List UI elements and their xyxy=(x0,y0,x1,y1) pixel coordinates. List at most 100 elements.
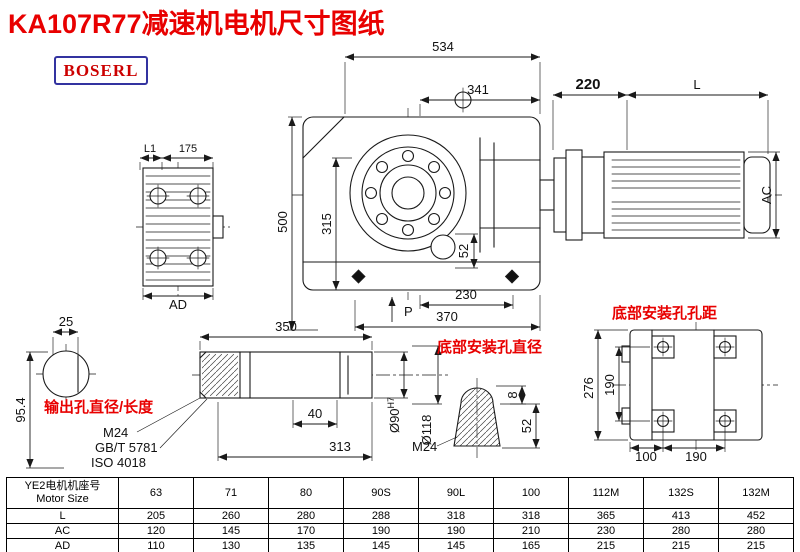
col-100: 100 xyxy=(493,477,569,509)
cell-AD-8: 215 xyxy=(718,538,794,552)
dim-276: 276 xyxy=(581,329,628,441)
col-90S: 90S xyxy=(343,477,419,509)
dim-8-label: 8 xyxy=(505,391,520,398)
cell-L-5: 318 xyxy=(493,508,569,524)
dim-190h-label: 190 xyxy=(685,449,707,464)
col-90L: 90L xyxy=(418,477,494,509)
fan-cover xyxy=(743,156,771,234)
dim-350: 350 xyxy=(199,319,373,350)
dim-534: 534 xyxy=(344,39,541,114)
dim-motor-L: L xyxy=(627,77,769,154)
hole-thread-callout: M24 xyxy=(412,436,458,454)
table-header-en: Motor Size xyxy=(36,493,89,505)
shaft-std1-label: GB/T 5781 xyxy=(95,440,158,455)
dim-52-hole: 52 xyxy=(502,403,540,449)
cell-L-2: 280 xyxy=(268,508,344,524)
dim-350-label: 350 xyxy=(275,319,297,334)
table-row-L: L 205 260 280 288 318 318 365 413 452 xyxy=(6,508,794,524)
bottom-view xyxy=(621,329,763,441)
dim-dia90-label: Ø90H7 xyxy=(386,397,402,433)
brand-logo: BOSERL xyxy=(54,56,148,85)
dim-370: 370 xyxy=(354,295,541,331)
dim-315: 315 xyxy=(319,157,352,291)
cell-AD-5: 165 xyxy=(493,538,569,552)
dim-175-label: 175 xyxy=(179,143,197,155)
dim-220: 220 xyxy=(552,76,628,150)
dim-L1-175: L1 175 xyxy=(139,143,214,170)
cell-AD-7: 215 xyxy=(643,538,719,552)
dim-313-label: 313 xyxy=(329,439,351,454)
cell-AC-7: 280 xyxy=(643,523,719,539)
dim-341-label: 341 xyxy=(467,82,489,97)
cell-L-1: 260 xyxy=(193,508,269,524)
dim-313: 313 xyxy=(217,402,373,461)
dim-52-main: 52 xyxy=(455,233,478,269)
foot-hole-left xyxy=(351,269,366,284)
table-header-cn: YE2电机机座号 xyxy=(24,480,101,493)
dim-500-label: 500 xyxy=(275,211,290,233)
label-P-text: P xyxy=(404,304,413,319)
cell-AD-6: 215 xyxy=(568,538,644,552)
mounting-hole-detail xyxy=(453,387,501,447)
row-label-L: L xyxy=(6,508,119,524)
label-P: P xyxy=(388,297,413,322)
motor-side-view xyxy=(539,149,771,241)
annotation-output-hole: 输出孔直径/长度 xyxy=(44,398,154,416)
dim-dia118-label: Ø118 xyxy=(419,415,434,446)
cell-AC-4: 190 xyxy=(418,523,494,539)
dim-534-label: 534 xyxy=(432,39,454,54)
output-shaft-view xyxy=(199,351,373,399)
gearbox-front-view xyxy=(302,87,541,291)
motor-size-table: YE2电机机座号 Motor Size 63 71 80 90S 90L 100… xyxy=(6,477,794,552)
col-63: 63 xyxy=(118,477,194,509)
dim-100-label: 100 xyxy=(635,449,657,464)
table-row-AD: AD 110 130 135 145 145 165 215 215 215 xyxy=(6,538,794,552)
dim-95-4-label: 95.4 xyxy=(13,397,28,422)
dim-AD-label: AD xyxy=(169,297,187,312)
cell-AD-2: 135 xyxy=(268,538,344,552)
cell-L-6: 365 xyxy=(568,508,644,524)
cell-AC-5: 210 xyxy=(493,523,569,539)
row-label-AC: AC xyxy=(6,523,119,539)
dim-dia90: Ø90H7 xyxy=(374,351,408,433)
dim-95-4: 95.4 xyxy=(13,351,64,469)
page-title: KA107R77减速机电机尺寸图纸 xyxy=(8,9,385,39)
dim-dia118: Ø118 xyxy=(412,345,442,446)
cell-L-8: 452 xyxy=(718,508,794,524)
dim-AD: AD xyxy=(142,288,214,312)
foot-hole-right xyxy=(504,269,520,284)
shaft-callouts: M24 GB/T 5781 ISO 4018 xyxy=(91,397,208,470)
dim-L-label: L xyxy=(693,77,700,92)
cell-L-7: 413 xyxy=(643,508,719,524)
dim-8: 8 xyxy=(496,385,526,405)
motor-size-table-wrap: YE2电机机座号 Motor Size 63 71 80 90S 90L 100… xyxy=(6,477,794,552)
cell-L-3: 288 xyxy=(343,508,419,524)
col-112M: 112M xyxy=(568,477,644,509)
dim-L1-label: L1 xyxy=(144,143,156,155)
cell-L-4: 318 xyxy=(418,508,494,524)
shaft-thread-label: M24 xyxy=(103,425,128,440)
cell-AC-0: 120 xyxy=(118,523,194,539)
dim-25-label: 25 xyxy=(59,314,73,329)
dia90-base: Ø90 xyxy=(387,408,402,433)
cell-AC-3: 190 xyxy=(343,523,419,539)
dim-276-label: 276 xyxy=(581,377,596,399)
dim-40: 40 xyxy=(292,400,338,428)
col-80: 80 xyxy=(268,477,344,509)
col-132M: 132M xyxy=(718,477,794,509)
dim-AC: AC xyxy=(748,151,780,239)
annotation-bottom-hole-spacing: 底部安装孔孔距 xyxy=(612,304,717,322)
annotation-bottom-hole-diameter: 底部安装孔直径 xyxy=(437,338,542,356)
dim-500: 500 xyxy=(275,116,318,331)
cell-AC-6: 230 xyxy=(568,523,644,539)
dim-315-label: 315 xyxy=(319,213,334,235)
dim-52-main-label: 52 xyxy=(456,244,471,258)
dim-230-label: 230 xyxy=(455,287,477,302)
cell-AD-0: 110 xyxy=(118,538,194,552)
dim-230: 230 xyxy=(419,287,514,309)
dim-52-hole-label: 52 xyxy=(519,419,534,433)
dim-341: 341 xyxy=(419,82,540,116)
col-71: 71 xyxy=(193,477,269,509)
dim-370-label: 370 xyxy=(436,309,458,324)
